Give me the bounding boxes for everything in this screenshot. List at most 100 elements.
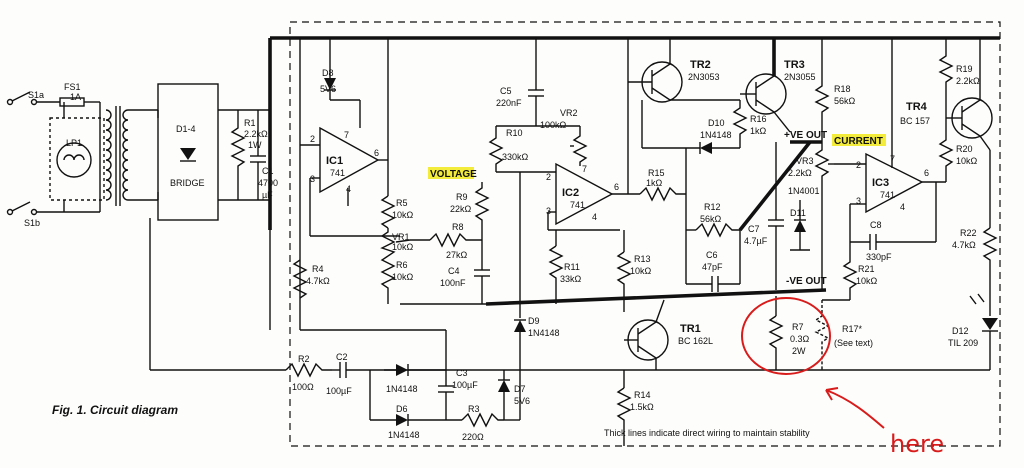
- d11-diode: [794, 220, 806, 232]
- r7-value: 0.3Ω: [790, 334, 810, 344]
- vr1-name: VR1: [392, 232, 410, 242]
- svg-text:3: 3: [546, 206, 551, 216]
- d5-value: 1N4148: [386, 384, 418, 394]
- r9-value: 22kΩ: [450, 204, 472, 214]
- svg-text:3: 3: [856, 196, 861, 206]
- r22-value: 4.7kΩ: [952, 240, 976, 250]
- d8-name: D8: [322, 68, 334, 78]
- svg-text:6: 6: [374, 148, 379, 158]
- r19-resistor: [938, 38, 954, 118]
- d8-zener: [324, 78, 336, 90]
- r2-name: R2: [298, 354, 310, 364]
- ic3-opamp: [865, 152, 924, 214]
- r17-name: R17*: [842, 324, 863, 334]
- r7-power: 2W: [792, 346, 806, 356]
- c8-value: 330pF: [866, 252, 892, 262]
- r18-value: 56kΩ: [834, 96, 856, 106]
- annotation-text: here: [890, 430, 944, 458]
- s1a-label: S1a: [28, 90, 44, 100]
- fs1-label: FS1: [64, 82, 81, 92]
- r22-name: R22: [960, 228, 977, 238]
- r3-value: 220Ω: [462, 432, 484, 442]
- tr3-name: TR3: [784, 59, 805, 71]
- svg-text:7: 7: [344, 130, 349, 140]
- r1-resistor: [230, 110, 246, 200]
- r6-value: 10kΩ: [392, 272, 414, 282]
- d12-value: TIL 209: [948, 338, 978, 348]
- svg-text:6: 6: [924, 168, 929, 178]
- r9-resistor: [474, 182, 490, 240]
- vr3-potentiometer: [814, 142, 830, 290]
- tr2-value: 2N3053: [688, 72, 720, 82]
- ic2-value: 741: [570, 200, 585, 210]
- d8-value: 5V6: [320, 84, 336, 94]
- r15-value: 1kΩ: [646, 178, 663, 188]
- d6-value: 1N4148: [388, 430, 420, 440]
- svg-text:2: 2: [310, 134, 315, 144]
- d7-zener: [498, 380, 510, 392]
- c6-value: 47pF: [702, 262, 723, 272]
- c8-name: C8: [870, 220, 882, 230]
- ic2-opamp: [555, 162, 614, 226]
- r1-value: 2.2kΩ: [244, 129, 268, 139]
- r1-power: 1W: [248, 140, 262, 150]
- enclosure-outline: [289, 21, 1001, 447]
- svg-text:2: 2: [856, 160, 861, 170]
- r22-resistor: [982, 227, 998, 316]
- c6-name: C6: [706, 250, 718, 260]
- c1-unit: µF: [262, 190, 273, 200]
- positive-output-label: +VE OUT: [784, 130, 827, 141]
- current-highlight: [832, 134, 886, 146]
- r10-name: R10: [506, 128, 523, 138]
- c4-value: 100nF: [440, 278, 466, 288]
- annotation-circle: [741, 297, 831, 375]
- s1b-label: S1b: [24, 218, 40, 228]
- d10-name: D10: [708, 118, 725, 128]
- figure-caption: Fig. 1. Circuit diagram: [52, 403, 178, 417]
- r3-resistor: [461, 412, 504, 428]
- r20-resistor: [938, 118, 954, 182]
- r6-name: R6: [396, 260, 408, 270]
- bridge-rectifier: [157, 83, 219, 221]
- vr2-name: VR2: [560, 108, 578, 118]
- c5-name: C5: [500, 86, 512, 96]
- r7-resistor: [768, 315, 784, 370]
- r2-value: 100Ω: [292, 382, 314, 392]
- vr2-value: 100kΩ: [540, 120, 567, 130]
- tr2-name: TR2: [690, 59, 711, 71]
- r17-value: (See text): [834, 338, 873, 348]
- svg-text:3: 3: [310, 174, 315, 184]
- d5-diode: [396, 364, 408, 376]
- tr4-value: BC 157: [900, 116, 930, 126]
- r19-name: R19: [956, 64, 973, 74]
- r3-name: R3: [468, 404, 480, 414]
- r17-resistor: [814, 300, 830, 370]
- r14-resistor: [616, 387, 632, 446]
- r13-resistor: [616, 251, 632, 312]
- d9-diode: [514, 320, 526, 332]
- d12-led: [982, 318, 998, 330]
- d6-diode: [396, 414, 408, 426]
- d10-value: 1N4148: [700, 130, 732, 140]
- r12-value: 56kΩ: [700, 214, 722, 224]
- d9-value: 1N4148: [528, 328, 560, 338]
- r18-resistor: [814, 38, 830, 142]
- r13-name: R13: [634, 254, 651, 264]
- r10-resistor: [488, 126, 504, 172]
- annotation-arrow: [825, 389, 885, 429]
- c5-value: 220nF: [496, 98, 522, 108]
- r15-name: R15: [648, 168, 665, 178]
- r21-name: R21: [858, 264, 875, 274]
- negative-output-wire: [485, 288, 827, 306]
- r16-resistor: [732, 100, 748, 148]
- voltage-label: VOLTAGE: [430, 169, 477, 180]
- r11-value: 33kΩ: [560, 274, 582, 284]
- voltage-highlight: [428, 167, 474, 179]
- r20-value: 10kΩ: [956, 156, 978, 166]
- vr1-value: 10kΩ: [392, 242, 414, 252]
- d10-diode: [700, 142, 712, 154]
- r2-resistor: [285, 362, 332, 378]
- ic1-value: 741: [330, 168, 345, 178]
